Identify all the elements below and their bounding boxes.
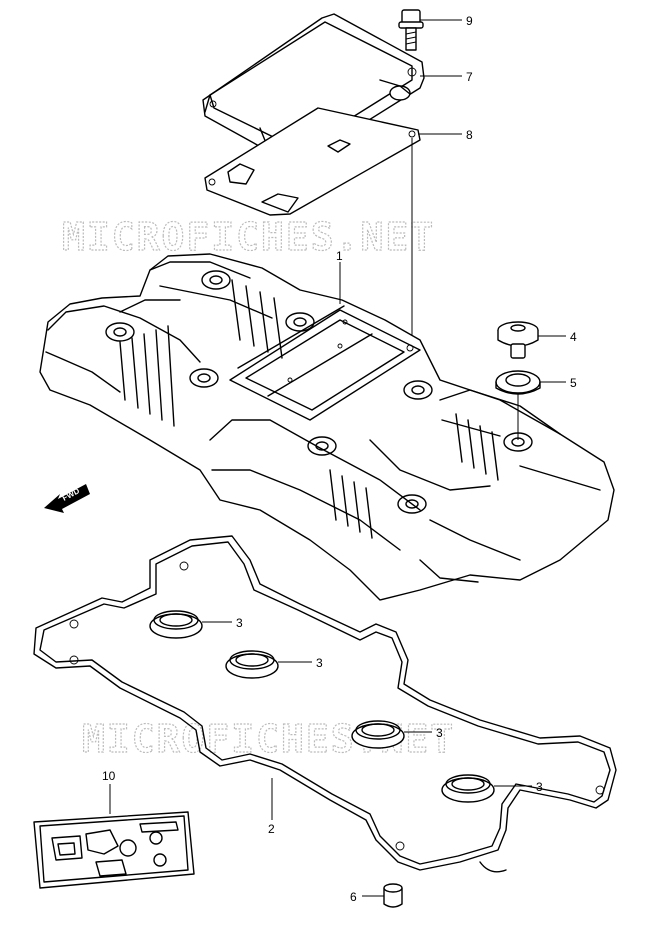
part-9-bolt[interactable] xyxy=(398,9,424,51)
callout-10: 10 xyxy=(102,769,116,783)
fwd-arrow-icon: FWD xyxy=(44,484,90,513)
part-8-gasket[interactable] xyxy=(204,107,421,216)
callout-8: 8 xyxy=(466,128,473,142)
callout-1: 1 xyxy=(336,249,343,263)
callout-2: 2 xyxy=(268,822,275,836)
callout-6: 6 xyxy=(350,890,357,904)
callout-3b: 3 xyxy=(316,656,323,670)
callout-7: 7 xyxy=(466,70,473,84)
part-3-seal-2[interactable] xyxy=(225,650,279,679)
watermark-top: MICROFICHES.NET xyxy=(62,215,435,259)
part-3-seal-1[interactable] xyxy=(149,610,203,639)
part-10-gasket-set[interactable] xyxy=(33,811,195,889)
part-3-seal-4[interactable] xyxy=(441,774,495,803)
callout-3d: 3 xyxy=(536,780,543,794)
part-2-gasket[interactable] xyxy=(33,535,617,873)
part-6-dowel-pin[interactable] xyxy=(383,883,403,908)
callout-3a: 3 xyxy=(236,616,243,630)
part-5-grommet[interactable] xyxy=(495,370,541,395)
callout-5: 5 xyxy=(570,376,577,390)
callout-3c: 3 xyxy=(436,726,443,740)
callout-9: 9 xyxy=(466,14,473,28)
part-4-bolt[interactable] xyxy=(497,321,539,359)
part-1-cylinder-head-cover[interactable] xyxy=(39,253,615,601)
callout-4: 4 xyxy=(570,330,577,344)
part-3-seal-3[interactable] xyxy=(351,720,405,749)
